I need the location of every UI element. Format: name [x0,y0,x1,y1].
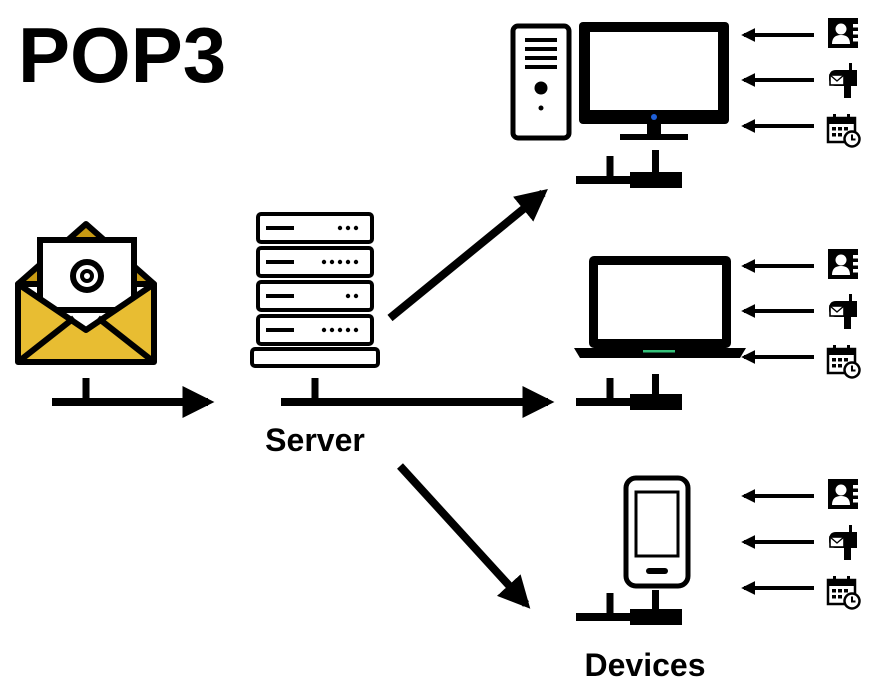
server-to-desktop-arrow [387,188,548,322]
phone-inputs [741,479,861,610]
email-connector [52,378,120,406]
mailbox-icon [828,62,858,99]
smartphone-icon [623,475,691,589]
desktop-computer-icon [510,22,729,141]
diagram-title: POP3 [18,11,226,99]
calendar-clock-icon [826,574,861,610]
calendar-clock-icon [826,112,861,148]
server-connector [281,378,349,406]
server-rack-icon [250,212,380,368]
server-to-phone-arrow [397,463,531,609]
laptop-inputs [741,249,861,379]
contacts-icon [828,18,858,48]
mailbox-icon [828,293,858,330]
email-envelope-icon [15,221,157,365]
contacts-icon [828,479,858,509]
contacts-icon [828,249,858,279]
laptop-icon [574,256,746,358]
devices-label: Devices [585,647,706,683]
calendar-clock-icon [826,343,861,379]
desktop-inputs [741,18,861,148]
mailbox-icon [828,524,858,561]
server-label: Server [265,422,365,458]
